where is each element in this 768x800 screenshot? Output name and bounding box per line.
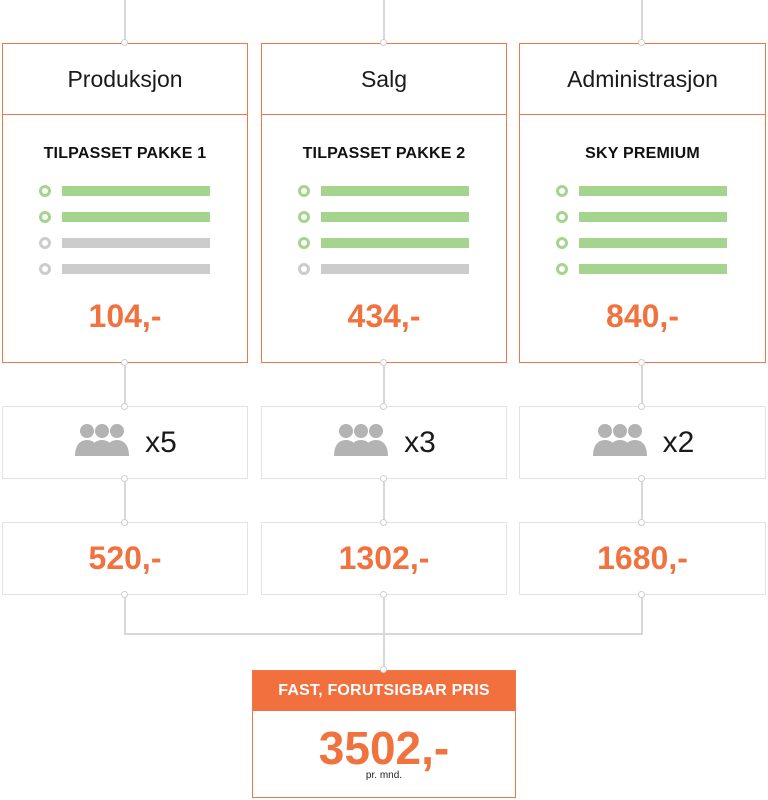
feature-included — [39, 211, 210, 223]
people-count: x2 — [662, 425, 695, 459]
subtotal-card-salg: 1302,- — [261, 522, 507, 595]
feature-dot-icon — [298, 237, 310, 249]
total-price-card: FAST, FORUTSIGBAR PRIS 3502,- pr. mnd. — [252, 670, 516, 798]
total-unit: pr. mnd. — [365, 770, 403, 781]
subtotal-price: 1302,- — [338, 540, 430, 576]
feature-excluded — [298, 263, 469, 275]
feature-dot-icon — [39, 185, 51, 197]
department-card-administrasjon: Administrasjon SKY PREMIUM 840,- — [519, 43, 766, 363]
subtotal-price: 520,- — [88, 540, 162, 576]
package-name: TILPASSET PAKKE 2 — [302, 145, 466, 162]
feature-dot-icon — [298, 263, 310, 275]
feature-bar — [62, 186, 210, 196]
people-icon — [332, 422, 394, 463]
feature-included — [298, 211, 469, 223]
total-label: FAST, FORUTSIGBAR PRIS — [253, 671, 515, 711]
feature-bar — [62, 264, 210, 274]
feature-dot-icon — [39, 237, 51, 249]
subtotal-card-administrasjon: 1680,- — [519, 522, 766, 595]
feature-included — [556, 263, 727, 275]
feature-dot-icon — [556, 185, 568, 197]
total-price: 3502,- — [318, 722, 450, 774]
feature-bar — [579, 212, 727, 222]
feature-dot-icon — [39, 263, 51, 275]
feature-excluded — [39, 263, 210, 275]
package-name: TILPASSET PAKKE 1 — [43, 145, 207, 162]
package-name: SKY PREMIUM — [585, 145, 700, 162]
feature-dot-icon — [556, 263, 568, 275]
feature-bar — [579, 186, 727, 196]
feature-dot-icon — [39, 211, 51, 223]
package-price: 840,- — [606, 298, 679, 334]
feature-bar — [62, 212, 210, 222]
department-name: Administrasjon — [520, 44, 765, 115]
feature-dot-icon — [298, 211, 310, 223]
department-card-salg: Salg TILPASSET PAKKE 2 434,- — [261, 43, 507, 363]
feature-dot-icon — [556, 211, 568, 223]
feature-included — [556, 211, 727, 223]
feature-bar — [321, 212, 469, 222]
feature-included — [39, 185, 210, 197]
department-name: Produksjon — [3, 44, 247, 115]
feature-included — [556, 185, 727, 197]
feature-bar — [579, 264, 727, 274]
feature-bar — [62, 238, 210, 248]
package-price: 434,- — [347, 298, 421, 334]
package-price: 104,- — [88, 298, 162, 334]
department-card-produksjon: Produksjon TILPASSET PAKKE 1 104,- — [2, 43, 248, 363]
feature-excluded — [39, 237, 210, 249]
people-card-salg: x3 — [261, 406, 507, 479]
people-count: x3 — [404, 425, 436, 459]
feature-bar — [579, 238, 727, 248]
people-count: x5 — [145, 425, 177, 459]
department-name: Salg — [262, 44, 506, 115]
feature-dot-icon — [298, 185, 310, 197]
subtotal-price: 1680,- — [597, 540, 688, 576]
people-card-administrasjon: x2 — [519, 406, 766, 479]
feature-bar — [321, 186, 469, 196]
feature-bar — [321, 238, 469, 248]
people-icon — [73, 422, 135, 463]
people-card-produksjon: x5 — [2, 406, 248, 479]
feature-included — [298, 237, 469, 249]
feature-included — [298, 185, 469, 197]
subtotal-card-produksjon: 520,- — [2, 522, 248, 595]
feature-dot-icon — [556, 237, 568, 249]
people-icon — [591, 422, 653, 463]
feature-included — [556, 237, 727, 249]
feature-bar — [321, 264, 469, 274]
